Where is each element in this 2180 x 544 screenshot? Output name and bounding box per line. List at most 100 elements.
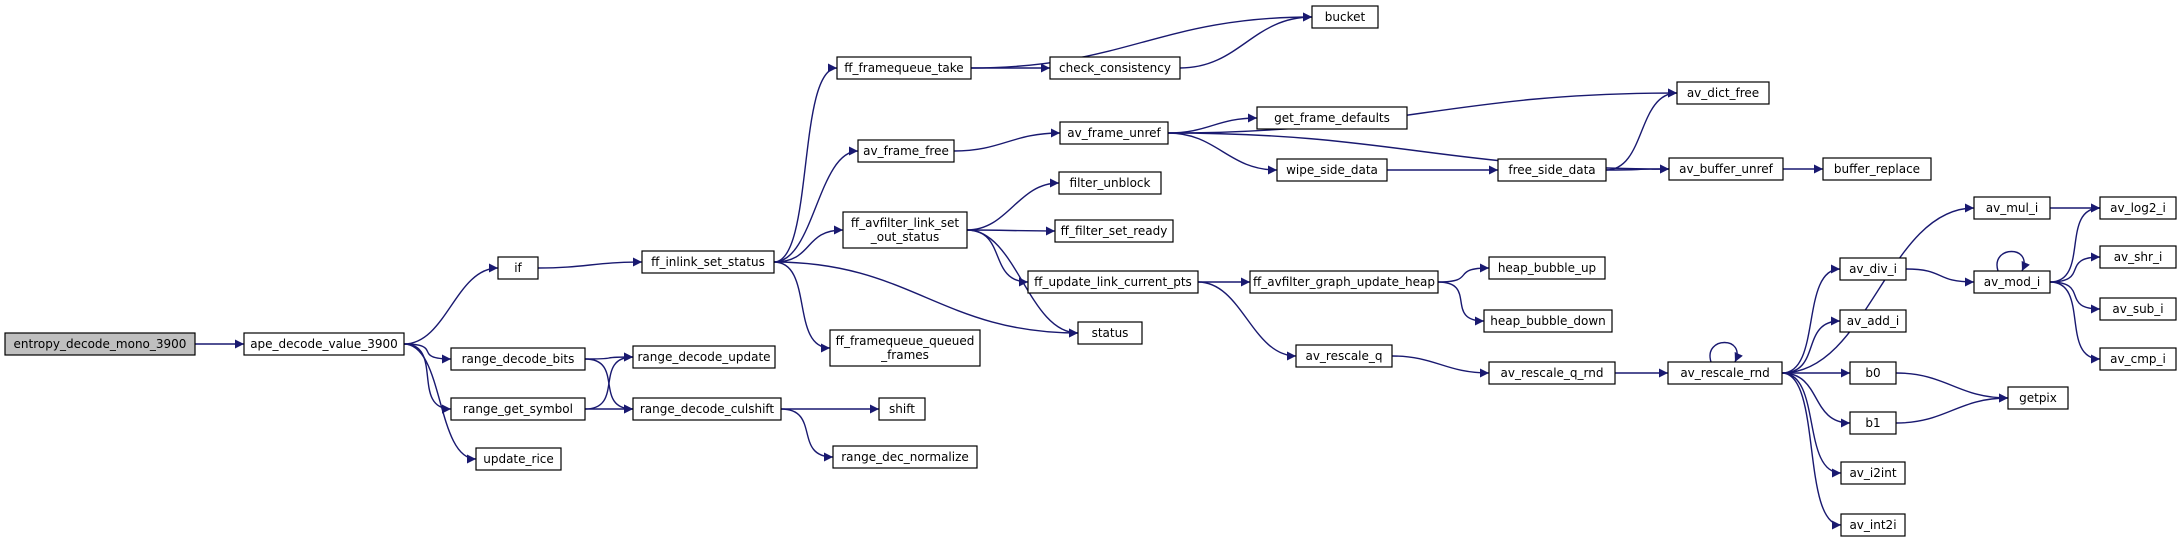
node-box	[1667, 361, 1783, 385]
node-av_int2i[interactable]: av_int2i	[1840, 513, 1906, 537]
edge-free_side_data-to-av_buffer_unref	[1605, 164, 1670, 174]
edge-av_mod_i-to-av_shr_i	[2049, 252, 2101, 283]
node-box	[829, 329, 981, 367]
edge-ff_avfilter_graph_update_heap-to-heap_bubble_down	[1437, 281, 1485, 326]
node-getpix[interactable]: getpix	[2007, 386, 2069, 410]
node-label: av_frame_free	[863, 144, 949, 158]
node-range_dec_normalize[interactable]: range_dec_normalize	[832, 445, 978, 469]
node-av_i2int[interactable]: av_i2int	[1840, 461, 1906, 485]
node-ff_update_link_current_pts[interactable]: ff_update_link_current_pts	[1027, 270, 1199, 294]
node-label: range_get_symbol	[463, 402, 573, 416]
edge-range_decode_bits-to-range_decode_update	[584, 352, 634, 362]
node-label: ff_framequeue_take	[844, 61, 963, 75]
node-entropy_decode_mono_3900[interactable]: entropy_decode_mono_3900	[4, 332, 196, 356]
node-heap_bubble_down[interactable]: heap_bubble_down	[1483, 309, 1613, 333]
node-box	[1488, 256, 1606, 280]
node-label: get_frame_defaults	[1274, 111, 1390, 125]
edge-av_div_i-to-av_mod_i	[1905, 268, 1975, 287]
edge-layer	[194, 12, 2101, 530]
node-filter_unblock[interactable]: filter_unblock	[1058, 171, 1162, 195]
node-check_consistency[interactable]: check_consistency	[1049, 56, 1181, 80]
edge-ff_avfilter_link_set_out_status-to-filter_unblock	[966, 178, 1060, 231]
node-range_get_symbol[interactable]: range_get_symbol	[450, 397, 586, 421]
edge-ff_inlink_set_status-to-av_frame_free	[773, 146, 859, 263]
node-label: ff_avfilter_link_set	[851, 216, 959, 230]
node-label: range_decode_update	[637, 350, 770, 364]
node-label: status	[1092, 326, 1129, 340]
node-av_mul_i[interactable]: av_mul_i	[1973, 196, 2051, 220]
node-ff_avfilter_graph_update_heap[interactable]: ff_avfilter_graph_update_heap	[1249, 270, 1439, 294]
node-b1[interactable]: b1	[1849, 411, 1897, 435]
node-av_div_i[interactable]: av_div_i	[1839, 257, 1907, 281]
node-ff_avfilter_link_set_out_status[interactable]: ff_avfilter_link_set_out_status	[842, 211, 968, 249]
node-box	[1249, 270, 1439, 294]
node-box	[878, 397, 926, 421]
node-free_side_data[interactable]: free_side_data	[1497, 158, 1607, 182]
node-av_frame_free[interactable]: av_frame_free	[857, 139, 955, 163]
node-layer: entropy_decode_mono_3900 ape_decode_value…	[4, 5, 2177, 537]
node-wipe_side_data[interactable]: wipe_side_data	[1276, 158, 1388, 182]
node-ff_framequeue_queued_frames[interactable]: ff_framequeue_queued_frames	[829, 329, 981, 367]
node-box	[1840, 461, 1906, 485]
node-b0[interactable]: b0	[1849, 361, 1897, 385]
node-status[interactable]: status	[1077, 321, 1143, 345]
node-box	[475, 447, 562, 471]
node-av_rescale_q_rnd[interactable]: av_rescale_q_rnd	[1488, 361, 1616, 385]
node-if[interactable]: if	[497, 256, 539, 280]
node-av_dict_free[interactable]: av_dict_free	[1676, 81, 1770, 105]
edge-av_mod_i-to-av_mod_i	[1996, 250, 2030, 272]
node-box	[857, 139, 955, 163]
node-box	[1054, 219, 1174, 243]
node-label: ff_avfilter_graph_update_heap	[1253, 275, 1435, 289]
node-av_add_i[interactable]: av_add_i	[1839, 309, 1907, 333]
node-box	[2099, 196, 2177, 220]
node-label: b1	[1865, 416, 1880, 430]
node-get_frame_defaults[interactable]: get_frame_defaults	[1256, 106, 1408, 130]
node-box	[1849, 411, 1897, 435]
node-label: if	[514, 261, 522, 275]
node-av_frame_unref[interactable]: av_frame_unref	[1059, 121, 1169, 145]
edge-av_rescale_q-to-av_rescale_q_rnd	[1391, 355, 1490, 378]
node-label: heap_bubble_down	[1490, 314, 1606, 328]
node-av_rescale_rnd[interactable]: av_rescale_rnd	[1667, 361, 1783, 385]
node-heap_bubble_up[interactable]: heap_bubble_up	[1488, 256, 1606, 280]
node-av_shr_i[interactable]: av_shr_i	[2099, 245, 2177, 269]
node-av_sub_i[interactable]: av_sub_i	[2099, 297, 2177, 321]
node-ff_framequeue_take[interactable]: ff_framequeue_take	[836, 56, 972, 80]
node-label: ff_filter_set_ready	[1061, 224, 1168, 238]
node-box	[1049, 56, 1181, 80]
edge-av_frame_free-to-av_frame_unref	[953, 128, 1061, 152]
node-box	[2007, 386, 2069, 410]
node-ff_inlink_set_status[interactable]: ff_inlink_set_status	[641, 250, 775, 274]
node-range_decode_update[interactable]: range_decode_update	[632, 345, 776, 369]
node-box	[1483, 309, 1613, 333]
edge-if-to-ff_inlink_set_status	[537, 257, 643, 269]
node-av_cmp_i[interactable]: av_cmp_i	[2099, 347, 2177, 371]
node-box	[1849, 361, 1897, 385]
node-shift[interactable]: shift	[878, 397, 926, 421]
edge-av_frame_unref-to-wipe_side_data	[1167, 132, 1278, 175]
edge-av_rescale_rnd-to-av_i2int	[1781, 372, 1842, 478]
edge-ff_framequeue_take-to-bucket	[970, 12, 1313, 69]
edge-ff_avfilter_link_set_out_status-to-ff_filter_set_ready	[966, 226, 1056, 236]
node-av_rescale_q[interactable]: av_rescale_q	[1295, 344, 1393, 368]
node-label: av_add_i	[1847, 314, 1899, 328]
node-label: range_decode_bits	[462, 352, 575, 366]
node-av_mod_i[interactable]: av_mod_i	[1973, 270, 2051, 294]
node-label: _frames	[880, 348, 929, 362]
node-box	[1839, 257, 1907, 281]
node-range_decode_bits[interactable]: range_decode_bits	[450, 347, 586, 371]
node-buffer_replace[interactable]: buffer_replace	[1822, 157, 1932, 181]
node-update_rice[interactable]: update_rice	[475, 447, 562, 471]
node-av_log2_i[interactable]: av_log2_i	[2099, 196, 2177, 220]
node-bucket[interactable]: bucket	[1311, 5, 1379, 29]
node-ape_decode_value_3900[interactable]: ape_decode_value_3900	[243, 332, 405, 356]
node-label: ff_framequeue_queued	[836, 334, 975, 348]
node-label: av_dict_free	[1687, 86, 1759, 100]
node-ff_filter_set_ready[interactable]: ff_filter_set_ready	[1054, 219, 1174, 243]
node-av_buffer_unref[interactable]: av_buffer_unref	[1668, 157, 1784, 181]
node-range_decode_culshift[interactable]: range_decode_culshift	[632, 397, 782, 421]
node-label: av_rescale_q	[1305, 349, 1382, 363]
node-label: av_int2i	[1849, 518, 1896, 532]
node-label: update_rice	[483, 452, 554, 466]
